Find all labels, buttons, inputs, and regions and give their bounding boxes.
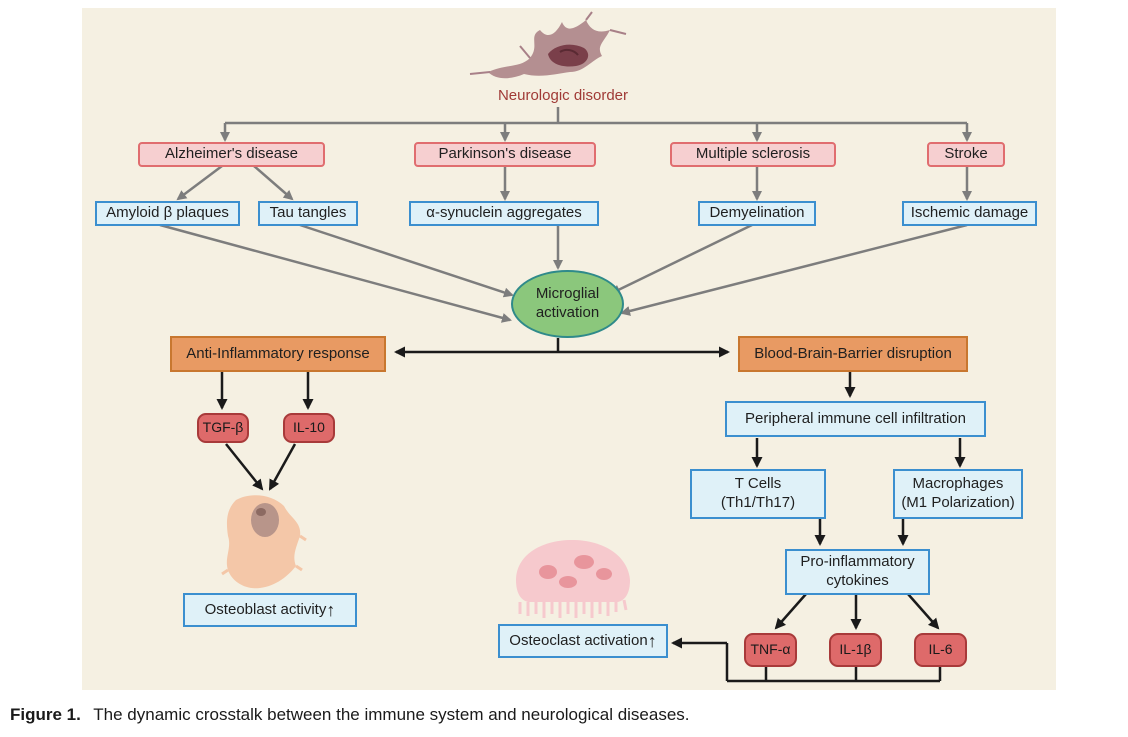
osteoblast-illustration bbox=[221, 495, 307, 589]
up-arrow-icon: ↑ bbox=[326, 599, 336, 620]
ischemic-damage-node: Ischemic damage bbox=[902, 201, 1037, 226]
parkinsons-disease-node: Parkinson's disease bbox=[414, 142, 596, 167]
il-10-node: IL-10 bbox=[283, 413, 335, 443]
caption-label: Figure 1. bbox=[10, 705, 81, 724]
il-6-node: IL-6 bbox=[914, 633, 967, 667]
up-arrow-icon: ↑ bbox=[647, 630, 657, 651]
stroke-node: Stroke bbox=[927, 142, 1005, 167]
il-1-beta-node: IL-1β bbox=[829, 633, 882, 667]
macrophages-line2: (M1 Polarization) bbox=[901, 494, 1015, 511]
multiple-sclerosis-node: Multiple sclerosis bbox=[670, 142, 836, 167]
figure-caption: Figure 1. The dynamic crosstalk between … bbox=[10, 705, 690, 725]
alzheimers-disease-node: Alzheimer's disease bbox=[138, 142, 325, 167]
synuclein-aggregates-node: α-synuclein aggregates bbox=[409, 201, 599, 226]
tau-tangles-node: Tau tangles bbox=[258, 201, 358, 226]
osteoclast-activation-node: Osteoclast activation ↑ bbox=[498, 624, 668, 658]
bbb-disruption-node: Blood-Brain-Barrier disruption bbox=[738, 336, 968, 372]
neurologic-disorder-title: Neurologic disorder bbox=[497, 87, 629, 104]
t-cells-node: T Cells (Th1/Th17) bbox=[690, 469, 826, 519]
neuron-illustration bbox=[469, 11, 627, 79]
anti-inflammatory-node: Anti-Inflammatory response bbox=[170, 336, 386, 372]
cytokines-line1: Pro-inflammatory bbox=[800, 553, 915, 571]
macrophages-line1: Macrophages bbox=[912, 475, 1004, 493]
microglial-line2: activation bbox=[535, 304, 600, 321]
microglial-line1: Microglial bbox=[535, 285, 600, 303]
macrophages-node: Macrophages (M1 Polarization) bbox=[893, 469, 1023, 519]
pro-inflammatory-cytokines-node: Pro-inflammatory cytokines bbox=[785, 549, 930, 595]
t-cells-line1: T Cells bbox=[734, 475, 782, 493]
caption-text: The dynamic crosstalk between the immune… bbox=[93, 705, 690, 724]
amyloid-plaques-node: Amyloid β plaques bbox=[95, 201, 240, 226]
tgf-beta-node: TGF-β bbox=[197, 413, 249, 443]
peripheral-infiltration-node: Peripheral immune cell infiltration bbox=[725, 401, 986, 437]
osteoblast-activity-node: Osteoblast activity ↑ bbox=[183, 593, 357, 627]
demyelination-node: Demyelination bbox=[698, 201, 816, 226]
microglial-activation-node: Microglial activation bbox=[511, 270, 624, 338]
osteoclast-illustration bbox=[516, 540, 630, 618]
t-cells-line2: (Th1/Th17) bbox=[720, 494, 796, 511]
osteoblast-label: Osteoblast activity bbox=[204, 600, 327, 618]
cytokines-line2: cytokines bbox=[826, 572, 889, 589]
tnf-alpha-node: TNF-α bbox=[744, 633, 797, 667]
osteoclast-label: Osteoclast activation bbox=[509, 631, 648, 649]
